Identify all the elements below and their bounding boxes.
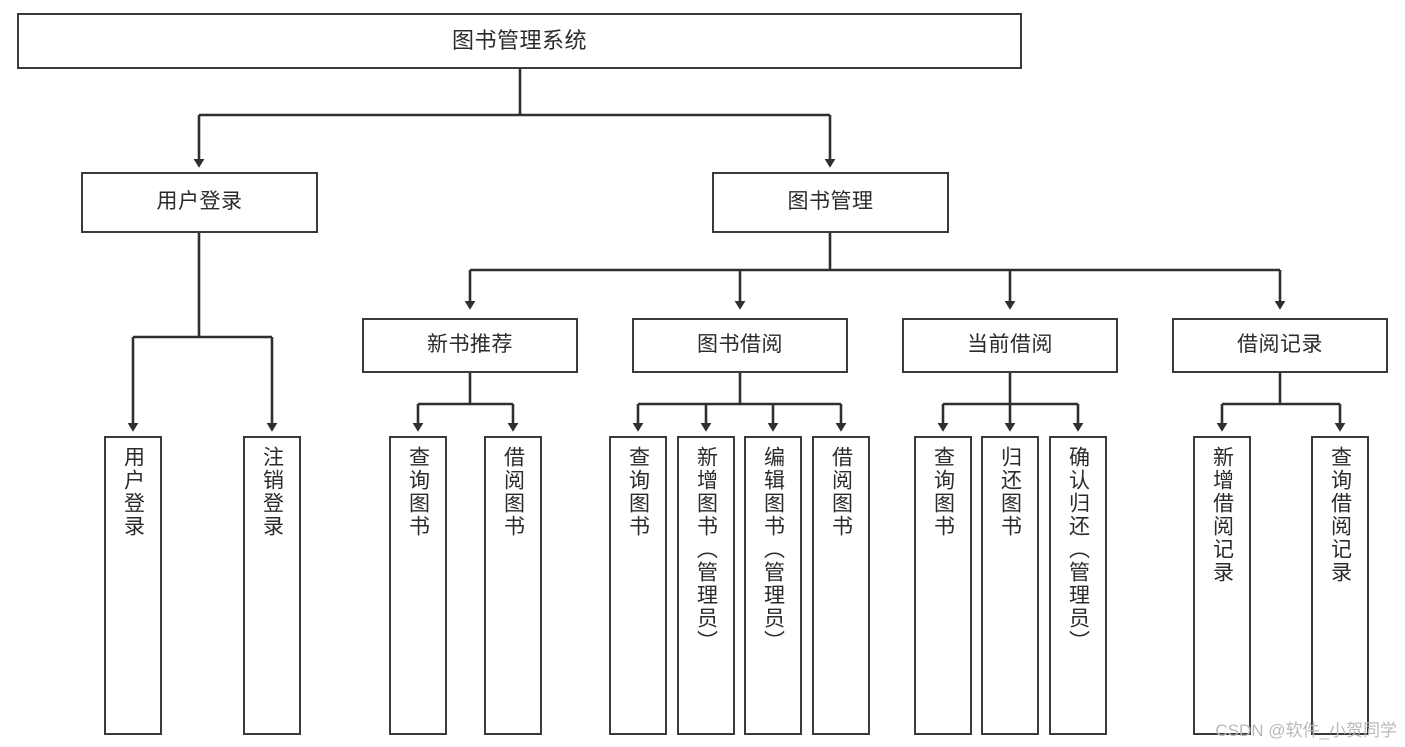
node-user-login-label: 用户登录	[156, 190, 243, 214]
node-leaf-query-book-3-label: 查询图书	[931, 446, 955, 538]
node-book-manage-label: 图书管理	[787, 190, 874, 214]
node-leaf-query-book-1[interactable]: 查询图书	[389, 436, 447, 735]
node-leaf-borrow-book-2[interactable]: 借阅图书	[812, 436, 870, 735]
node-user-login[interactable]: 用户登录	[81, 172, 318, 233]
node-leaf-borrow-book-1[interactable]: 借阅图书	[484, 436, 542, 735]
node-leaf-edit-book-label: 编辑图书（管理员）	[761, 446, 785, 653]
node-new-book-rec-label: 新书推荐	[427, 333, 513, 357]
node-leaf-add-record[interactable]: 新增借阅记录	[1193, 436, 1251, 735]
node-root[interactable]: 图书管理系统	[17, 13, 1022, 69]
node-current-borrow[interactable]: 当前借阅	[902, 318, 1118, 373]
node-leaf-borrow-book-1-label: 借阅图书	[501, 446, 525, 538]
node-leaf-logout-login-label: 注销登录	[260, 446, 284, 538]
node-leaf-query-record-label: 查询借阅记录	[1328, 446, 1352, 584]
node-book-manage[interactable]: 图书管理	[712, 172, 949, 233]
node-leaf-query-book-2-label: 查询图书	[626, 446, 650, 538]
node-leaf-edit-book[interactable]: 编辑图书（管理员）	[744, 436, 802, 735]
node-leaf-query-book-3[interactable]: 查询图书	[914, 436, 972, 735]
node-book-borrow[interactable]: 图书借阅	[632, 318, 848, 373]
node-leaf-add-book-label: 新增图书（管理员）	[694, 446, 718, 653]
node-leaf-query-book-1-label: 查询图书	[406, 446, 430, 538]
node-book-borrow-label: 图书借阅	[697, 333, 783, 357]
node-leaf-confirm-return-label: 确认归还（管理员）	[1066, 446, 1090, 653]
node-leaf-return-book-label: 归还图书	[998, 446, 1022, 538]
node-leaf-user-login-label: 用户登录	[121, 446, 145, 538]
node-leaf-logout-login[interactable]: 注销登录	[243, 436, 301, 735]
node-leaf-add-book[interactable]: 新增图书（管理员）	[677, 436, 735, 735]
node-leaf-return-book[interactable]: 归还图书	[981, 436, 1039, 735]
node-root-label: 图书管理系统	[451, 28, 587, 54]
node-borrow-record[interactable]: 借阅记录	[1172, 318, 1388, 373]
node-leaf-query-record[interactable]: 查询借阅记录	[1311, 436, 1369, 735]
node-new-book-rec[interactable]: 新书推荐	[362, 318, 578, 373]
node-leaf-query-book-2[interactable]: 查询图书	[609, 436, 667, 735]
node-leaf-borrow-book-2-label: 借阅图书	[829, 446, 853, 538]
node-leaf-user-login[interactable]: 用户登录	[104, 436, 162, 735]
node-current-borrow-label: 当前借阅	[967, 333, 1053, 357]
node-leaf-add-record-label: 新增借阅记录	[1210, 446, 1234, 584]
watermark: CSDN @软件_小贺同学	[1215, 721, 1397, 740]
node-leaf-confirm-return[interactable]: 确认归还（管理员）	[1049, 436, 1107, 735]
node-borrow-record-label: 借阅记录	[1237, 333, 1323, 357]
